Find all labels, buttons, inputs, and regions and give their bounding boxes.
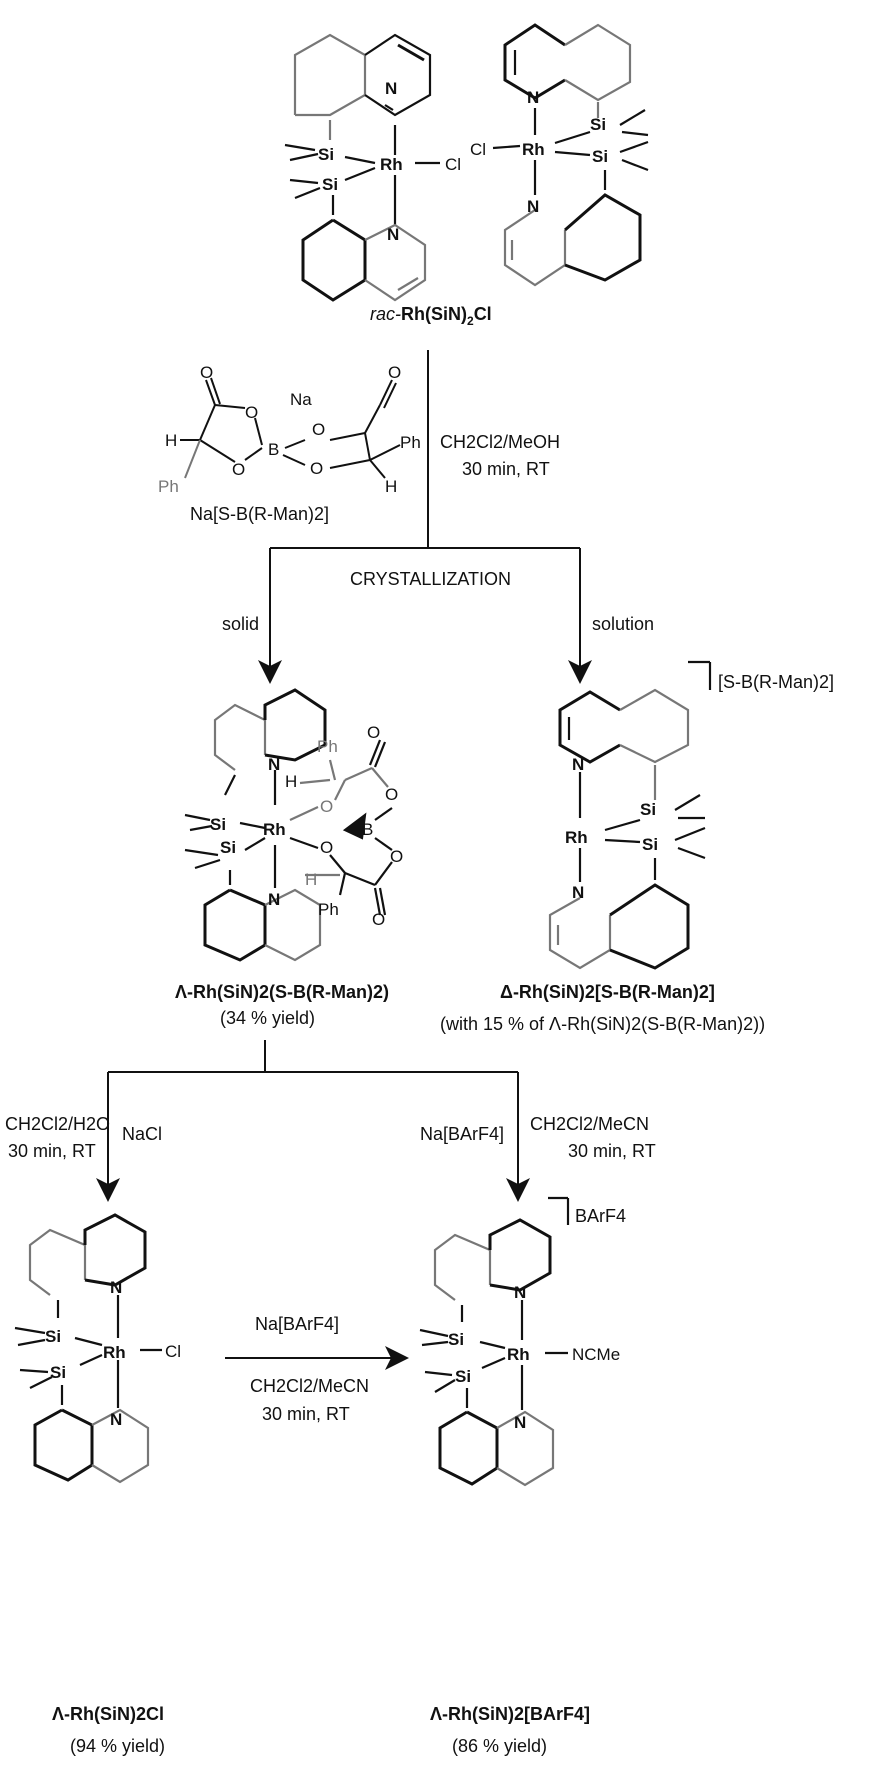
atom-Rh: Rh	[380, 155, 403, 174]
atom-O: O	[232, 460, 245, 479]
atom-O: O	[390, 847, 403, 866]
atom-N: N	[514, 1413, 526, 1432]
atom-Ph: Ph	[318, 900, 339, 919]
atom-N: N	[527, 197, 539, 216]
atom-O: O	[320, 797, 333, 816]
atom-Si: Si	[642, 835, 658, 854]
atom-N: N	[268, 890, 280, 909]
counterion-barf: BArF4	[575, 1206, 626, 1226]
atom-Si: Si	[640, 800, 656, 819]
step-bottom-solvent: CH2Cl2/MeCN	[250, 1376, 369, 1396]
atom-O: O	[388, 363, 401, 382]
atom-Si: Si	[455, 1367, 471, 1386]
atom-Rh: Rh	[263, 820, 286, 839]
atom-Si: Si	[590, 115, 606, 134]
step1-time: 30 min, RT	[462, 459, 550, 479]
atom-Si: Si	[220, 838, 236, 857]
note-delta-borate: (with 15 % of Λ-Rh(SiN)2(S-B(R-Man)2))	[440, 1014, 765, 1034]
atom-N: N	[387, 225, 399, 244]
atom-Si: Si	[322, 175, 338, 194]
atom-Cl: Cl	[165, 1342, 181, 1361]
atom-N: N	[572, 755, 584, 774]
atom-Ph: Ph	[317, 737, 338, 756]
atom-N: N	[527, 88, 539, 107]
borate-salt-structure	[180, 377, 401, 479]
yield-lambda-borate: (34 % yield)	[220, 1008, 315, 1028]
delta-borate-complex	[548, 660, 712, 970]
label-solid: solid	[222, 614, 259, 634]
atom-Si: Si	[210, 815, 226, 834]
atom-B: B	[268, 440, 279, 459]
yield-lambda-cl: (94 % yield)	[70, 1736, 165, 1756]
atom-H: H	[165, 431, 177, 450]
atom-Si: Si	[448, 1330, 464, 1349]
step-bottom-time: 30 min, RT	[262, 1404, 350, 1424]
atom-Cl: Cl	[470, 140, 486, 159]
ligand-NCMe: NCMe	[572, 1345, 620, 1364]
atom-N: N	[385, 79, 397, 98]
atom-O: O	[245, 403, 258, 422]
atom-O: O	[200, 363, 213, 382]
atom-Na: Na	[290, 390, 312, 409]
lambda-borate-complex	[184, 688, 393, 962]
step-right-solvent: CH2Cl2/MeCN	[530, 1114, 649, 1134]
label-lambda-borate: Λ-Rh(SiN)2(S-B(R-Man)2)	[175, 982, 389, 1002]
atom-O: O	[385, 785, 398, 804]
atom-Ph: Ph	[158, 477, 179, 496]
label-lambda-barf: Λ-Rh(SiN)2[BArF4]	[430, 1704, 590, 1724]
atom-N: N	[110, 1278, 122, 1297]
atom-H: H	[285, 772, 297, 791]
atom-N: N	[110, 1410, 122, 1429]
atom-Rh: Rh	[507, 1345, 530, 1364]
step-left-solvent: CH2Cl2/H2O	[5, 1114, 110, 1134]
label-borate-salt: Na[S-B(R-Man)2]	[190, 504, 329, 524]
atom-O: O	[367, 723, 380, 742]
atom-Rh: Rh	[522, 140, 545, 159]
label-solution: solution	[592, 614, 654, 634]
rac-complex-right	[492, 23, 649, 287]
atom-Si: Si	[45, 1327, 61, 1346]
counterion-delta: [S-B(R-Man)2]	[718, 672, 834, 692]
atom-N: N	[268, 755, 280, 774]
atom-Si: Si	[318, 145, 334, 164]
atom-Cl: Cl	[445, 155, 461, 174]
atom-O: O	[372, 910, 385, 929]
step-left-reagent: NaCl	[122, 1124, 162, 1144]
atom-Ph: Ph	[400, 433, 421, 452]
rac-complex-left	[284, 33, 440, 302]
atom-N: N	[514, 1283, 526, 1302]
atom-Si: Si	[592, 147, 608, 166]
lambda-barf-complex	[419, 1196, 570, 1487]
atom-O: O	[312, 420, 325, 439]
atom-B: B	[362, 820, 373, 839]
step-right-reagent: Na[BArF4]	[420, 1124, 504, 1144]
atom-H: H	[385, 477, 397, 496]
atom-Si: Si	[50, 1363, 66, 1382]
step-right-time: 30 min, RT	[568, 1141, 656, 1161]
atom-O: O	[310, 459, 323, 478]
yield-lambda-barf: (86 % yield)	[452, 1736, 547, 1756]
label-rac: rac-Rh(SiN)2Cl	[370, 304, 492, 328]
label-lambda-cl: Λ-Rh(SiN)2Cl	[52, 1704, 164, 1724]
atom-Rh: Rh	[103, 1343, 126, 1362]
lambda-cl-complex	[14, 1213, 162, 1484]
label-crystallization: CRYSTALLIZATION	[350, 569, 511, 589]
atom-H: H	[305, 870, 317, 889]
step-bottom-reagent: Na[BArF4]	[255, 1314, 339, 1334]
atom-N: N	[572, 883, 584, 902]
atom-Rh: Rh	[565, 828, 588, 847]
step1-solvent: CH2Cl2/MeOH	[440, 432, 560, 452]
step-left-time: 30 min, RT	[8, 1141, 96, 1161]
label-delta-borate: Δ-Rh(SiN)2[S-B(R-Man)2]	[500, 982, 715, 1002]
atom-O: O	[320, 838, 333, 857]
